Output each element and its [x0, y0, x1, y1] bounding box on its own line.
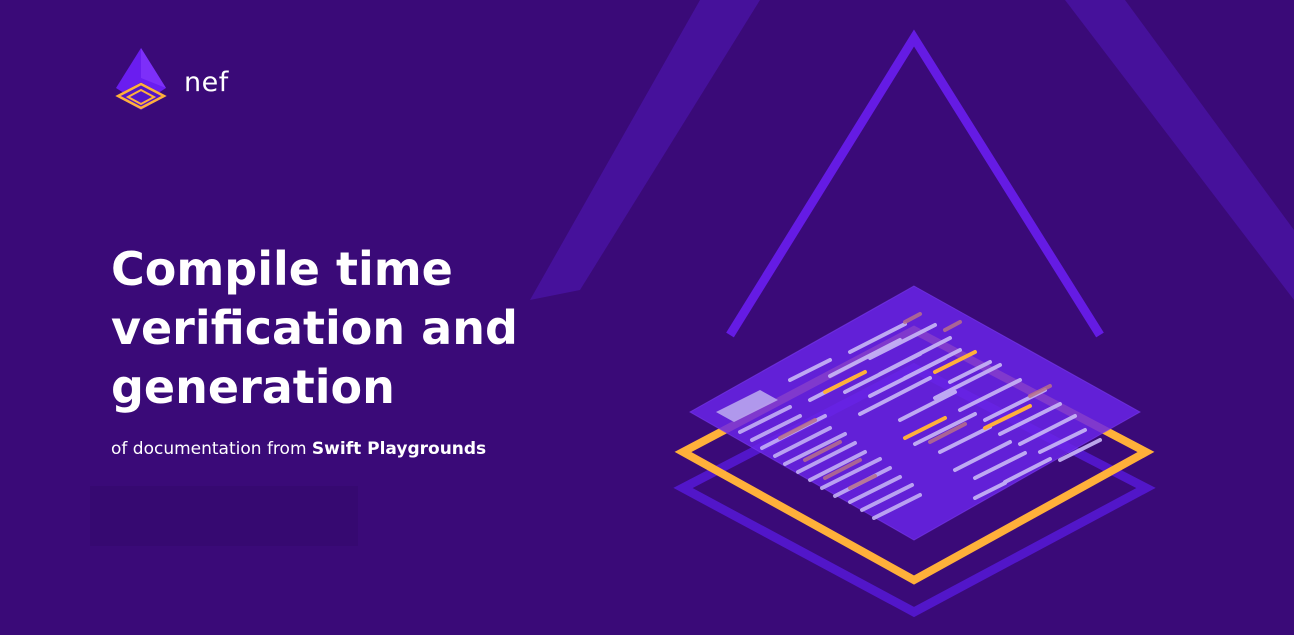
hero-headline: Compile time verification and generation: [111, 242, 518, 414]
brand-name: nef: [184, 66, 229, 98]
doc-header-block: [716, 390, 778, 422]
hero-subline: of documentation from Swift Playgrounds: [111, 439, 486, 459]
code-lines: [738, 312, 1102, 520]
decorative-shadow-block: [90, 486, 358, 546]
hero-subline-prefix: of documentation from: [111, 439, 312, 459]
background-triangle-large: [530, 0, 1294, 300]
hero-subline-emphasis: Swift Playgrounds: [311, 439, 487, 459]
brand-logo[interactable]: nef: [108, 48, 229, 120]
nef-diamond-logo-icon: [115, 48, 167, 110]
background-triangle-outline: [726, 29, 1104, 338]
